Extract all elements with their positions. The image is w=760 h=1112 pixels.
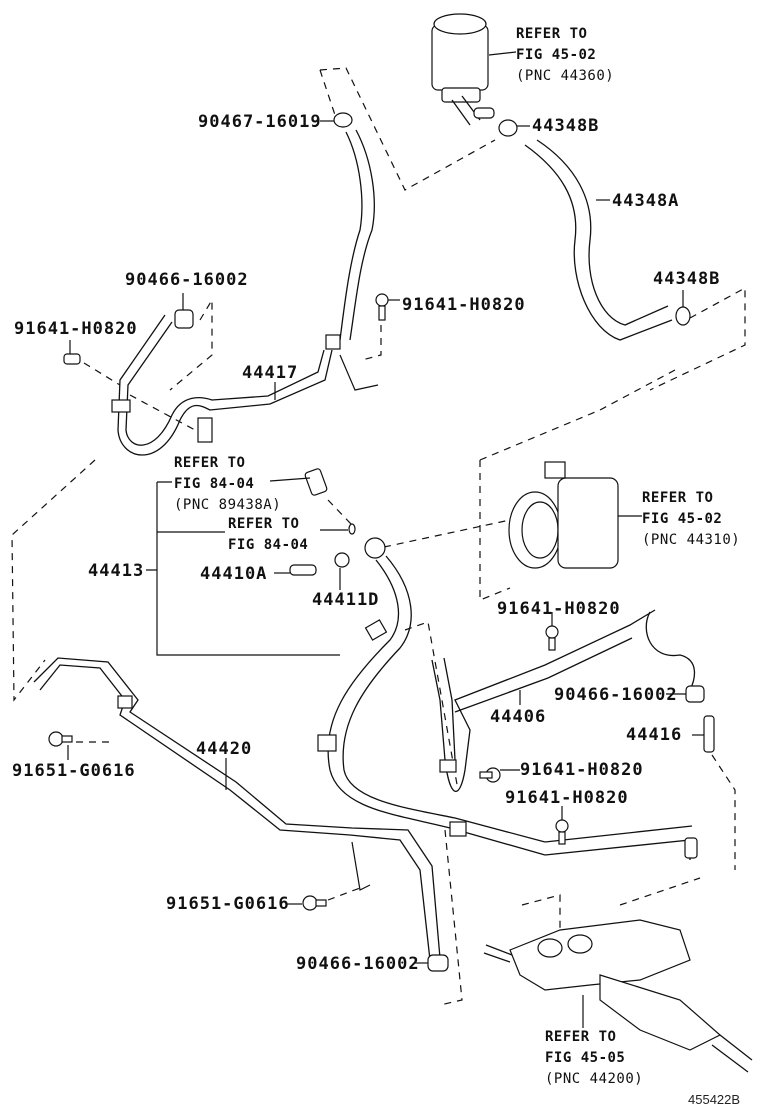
callout-91651-G0616-left[interactable]: 91651-G0616 — [12, 761, 136, 781]
callout-44411D[interactable]: 44411D — [312, 590, 380, 610]
reference-line: REFER TO — [642, 490, 714, 506]
union-fitting-icon[interactable] — [364, 537, 386, 559]
pressure-switch-icon[interactable] — [304, 468, 328, 496]
power-steering-pump-icon[interactable] — [508, 461, 619, 569]
callout-44410A[interactable]: 44410A — [200, 564, 268, 584]
callout-91651-G0616-lower[interactable]: 91651-G0616 — [166, 894, 290, 914]
reference-o-ring[interactable]: REFER TO FIG 84-04 — [228, 514, 308, 556]
return-pipe-icon[interactable] — [703, 715, 715, 753]
callout-91641-H0820-bottom[interactable]: 91641-H0820 — [505, 788, 629, 808]
callout-91641-H0820-left[interactable]: 91641-H0820 — [14, 319, 138, 339]
reference-pnc: (PNC 44200) — [545, 1071, 644, 1087]
reference-line: FIG 84-04 — [228, 537, 309, 553]
o-ring-icon[interactable] — [348, 523, 356, 535]
reference-steering-gear[interactable]: REFER TO FIG 45-05 (PNC 44200) — [545, 1027, 643, 1090]
callout-90466-16002-upper[interactable]: 90466-16002 — [125, 270, 249, 290]
reference-pnc: (PNC 44360) — [516, 68, 615, 84]
clamp-icon[interactable] — [685, 685, 705, 703]
callout-90466-16002-bottom[interactable]: 90466-16002 — [296, 954, 420, 974]
reference-line: FIG 45-02 — [642, 511, 723, 527]
reference-line: FIG 45-02 — [516, 47, 597, 63]
callout-44406[interactable]: 44406 — [490, 707, 547, 727]
bolt-icon[interactable] — [375, 293, 389, 321]
steering-gear-icon[interactable] — [483, 919, 753, 1073]
bolt-icon[interactable] — [48, 731, 73, 747]
reference-line: REFER TO — [516, 26, 588, 42]
reference-pump[interactable]: REFER TO FIG 45-02 (PNC 44310) — [642, 488, 740, 551]
callout-90467-16019[interactable]: 90467-16019 — [198, 112, 322, 132]
bolt-icon[interactable] — [302, 895, 327, 911]
callout-44416[interactable]: 44416 — [626, 725, 683, 745]
callout-44348A[interactable]: 44348A — [612, 191, 680, 211]
bolt-icon[interactable] — [545, 625, 559, 651]
reference-line: REFER TO — [228, 516, 300, 532]
callout-91641-H0820-mid[interactable]: 91641-H0820 — [497, 599, 621, 619]
reference-pnc: (PNC 44310) — [642, 532, 741, 548]
bracket-icon[interactable] — [351, 841, 371, 891]
clamp-icon[interactable] — [427, 954, 449, 972]
gasket-icon[interactable] — [334, 552, 350, 568]
bracket-icon[interactable] — [197, 417, 213, 443]
reservoir-tank-icon[interactable] — [431, 13, 495, 126]
callout-44417[interactable]: 44417 — [242, 363, 299, 383]
reference-line: FIG 45-05 — [545, 1050, 626, 1066]
callout-90466-16002-right[interactable]: 90466-16002 — [554, 685, 678, 705]
figure-code: 455422B — [688, 1092, 741, 1107]
callout-44348B-top[interactable]: 44348B — [532, 116, 600, 136]
callout-91641-H0820-upper[interactable]: 91641-H0820 — [402, 295, 526, 315]
callout-44413[interactable]: 44413 — [88, 561, 145, 581]
reference-line: REFER TO — [174, 455, 246, 471]
callout-44420[interactable]: 44420 — [196, 739, 253, 759]
union-bolt-icon[interactable] — [289, 564, 317, 576]
callout-44348B-right[interactable]: 44348B — [653, 269, 721, 289]
reference-line: REFER TO — [545, 1029, 617, 1045]
bracket-icon[interactable] — [339, 354, 379, 391]
bolt-icon[interactable] — [63, 353, 81, 365]
clamp-icon[interactable] — [174, 309, 194, 329]
reference-line: FIG 84-04 — [174, 476, 255, 492]
bolt-icon[interactable] — [479, 767, 501, 783]
reference-pnc: (PNC 89438A) — [174, 497, 282, 513]
reference-reservoir[interactable]: REFER TO FIG 45-02 (PNC 44360) — [516, 24, 614, 87]
callout-91641-H0820-lower[interactable]: 91641-H0820 — [520, 760, 644, 780]
clamp-icon[interactable] — [498, 119, 518, 137]
clamp-icon[interactable] — [333, 112, 353, 128]
reference-pressure-switch[interactable]: REFER TO FIG 84-04 (PNC 89438A) — [174, 453, 281, 516]
clamp-icon[interactable] — [675, 306, 691, 326]
